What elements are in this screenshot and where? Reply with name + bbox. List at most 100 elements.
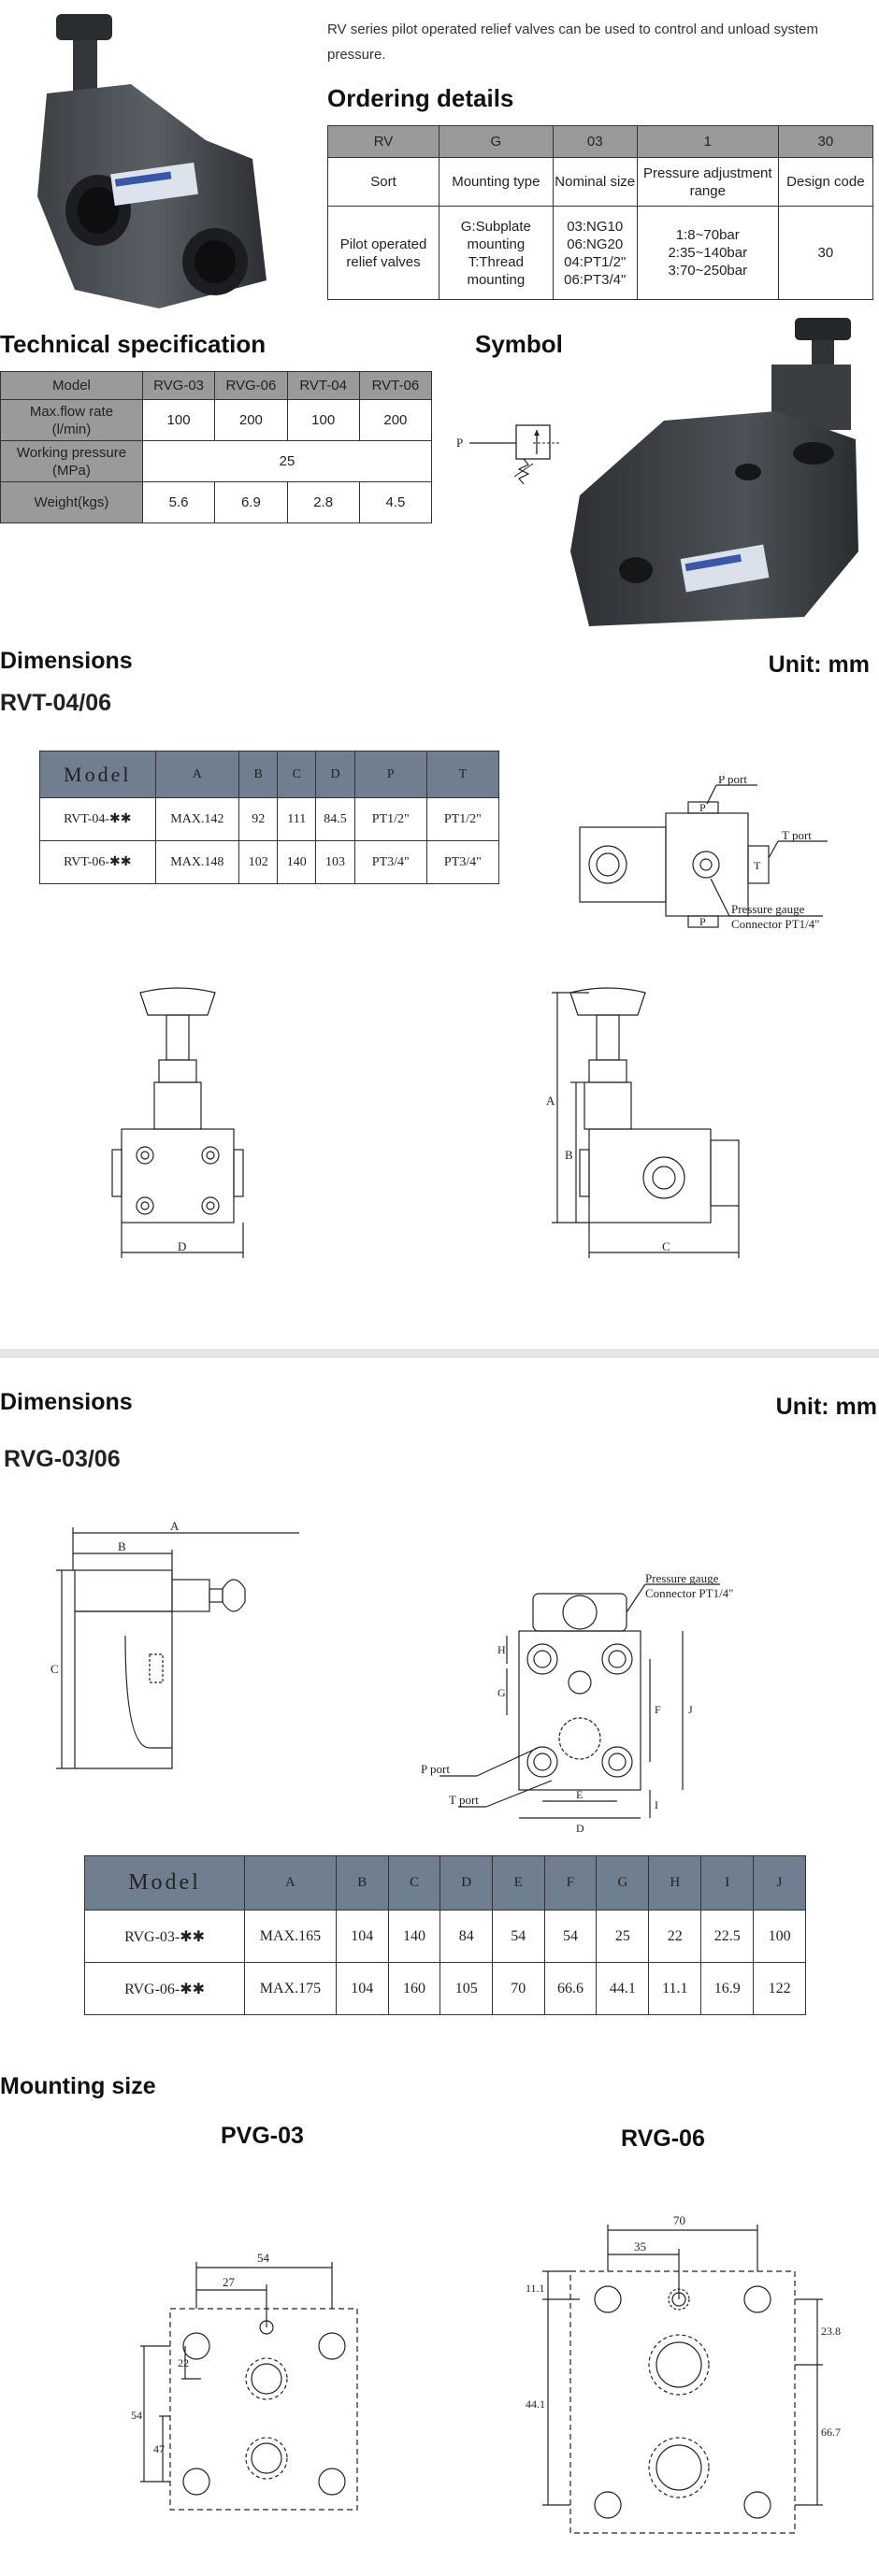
spec-label-weight: Weight(kgs) xyxy=(0,481,143,523)
spec-label-pressure: Working pressure(MPa) xyxy=(0,440,143,482)
rvg06-dim-11: 11.1 xyxy=(526,2282,545,2295)
spec-weight-4: 4.5 xyxy=(358,481,433,523)
mounting-title: Mounting size xyxy=(0,2073,156,2099)
dims1-table: Model A B C D P T RVT-04-✱✱ MAX.142 92 1… xyxy=(39,751,500,884)
dims1-title: Dimensions xyxy=(0,648,133,674)
d2-head-h: H xyxy=(648,1855,702,1911)
label-design: Design code xyxy=(777,157,874,207)
rvg06-mounting-drawing: 70 35 11.1 23.8 44.1 66.7 xyxy=(526,2213,841,2534)
spec-head-rvg03: RVG-03 xyxy=(141,371,216,400)
table-row: RVG-03-✱✱ MAX.165 104 140 84 54 54 25 22… xyxy=(83,1910,806,1963)
symbol-title: Symbol xyxy=(475,330,563,358)
spec-weight-1: 5.6 xyxy=(141,481,216,523)
rvt-dim-c: C xyxy=(662,1239,670,1253)
d2-head-b: B xyxy=(335,1855,389,1911)
spec-label-flow: Max.flow rate(l/min) xyxy=(0,399,143,441)
pvg-dim-47: 47 xyxy=(153,2442,165,2455)
rvt-side-view-drawing: A B C xyxy=(546,987,740,1258)
spec-flow-1: 100 xyxy=(141,399,216,441)
d1-head-b: B xyxy=(238,751,279,798)
hydraulic-symbol: P xyxy=(456,424,561,485)
d1-head-t: T xyxy=(425,751,500,798)
techspec-title: Technical specification xyxy=(0,330,267,358)
spec-head-rvt06: RVT-06 xyxy=(358,371,433,400)
d2-head-g: G xyxy=(596,1855,650,1911)
pvg-dim-22: 22 xyxy=(178,2356,189,2369)
section-divider xyxy=(0,1349,879,1358)
rvt-dim-a: A xyxy=(546,1094,555,1108)
rvg-dim-g: G xyxy=(497,1686,506,1699)
rvg-p-port-label: P port xyxy=(421,1762,450,1776)
code-rv: RV xyxy=(326,125,440,158)
rvg-gauge-label-1: Pressure gauge xyxy=(645,1571,719,1585)
dims2-subtitle: RVG-03/06 xyxy=(4,1446,121,1472)
rvg-side-view-drawing: A B C xyxy=(50,1519,299,1769)
table-row: RVG-06-✱✱ MAX.175 104 160 105 70 66.6 44… xyxy=(83,1962,806,2015)
rvg-dim-b: B xyxy=(118,1539,126,1553)
code-g: G xyxy=(439,125,554,158)
code-1: 1 xyxy=(636,125,779,158)
rvg-dim-e: E xyxy=(576,1788,583,1801)
rvg-gauge-label-2: Connector PT1/4" xyxy=(645,1586,734,1600)
ordering-table: RV G 03 1 30 Sort Mounting type Nominal … xyxy=(326,125,874,300)
dims2-table: Model A B C D E F G H I J RVG-03-✱✱ MAX.… xyxy=(83,1855,806,2015)
pvg-dim-54v: 54 xyxy=(131,2409,142,2422)
rvg-t-port-label: T port xyxy=(449,1793,479,1807)
rvg-dim-a: A xyxy=(170,1519,180,1533)
code-30: 30 xyxy=(777,125,874,158)
pvg03-mounting-drawing: 54 27 22 47 54 xyxy=(131,2251,358,2511)
rvg06-dim-23: 23.8 xyxy=(821,2325,841,2338)
rvg06-dim-35: 35 xyxy=(634,2240,646,2254)
value-design: 30 xyxy=(777,206,874,300)
label-nominal: Nominal size xyxy=(552,157,638,207)
rvt-front-view-drawing: D xyxy=(111,987,244,1258)
rvg-dim-d: D xyxy=(576,1822,584,1835)
pvg-dim-27: 27 xyxy=(223,2275,236,2289)
rvg-dim-h: H xyxy=(497,1643,506,1656)
rvt-gauge-label-1: Pressure gauge xyxy=(731,902,805,916)
d2-head-f: F xyxy=(543,1855,598,1911)
d1-head-model: Model xyxy=(39,751,156,798)
dims2-unit: Unit: mm xyxy=(775,1394,877,1420)
techspec-table: Model RVG-03 RVG-06 RVT-04 RVT-06 Max.fl… xyxy=(0,371,433,523)
mounting-right-title: RVG-06 xyxy=(621,2125,705,2152)
d1-head-d: D xyxy=(315,751,355,798)
ordering-title: Ordering details xyxy=(327,84,514,112)
pvg-dim-54: 54 xyxy=(257,2251,270,2265)
rvg-top-view-drawing: Pressure gauge Connector PT1/4" P port T… xyxy=(421,1571,734,1835)
label-pressure: Pressure adjustment range xyxy=(636,157,779,207)
rvt-side-t: T xyxy=(754,859,761,872)
intro-text: RV series pilot operated relief valves c… xyxy=(327,21,819,63)
rvg-dim-f: F xyxy=(655,1703,661,1716)
dims1-unit: Unit: mm xyxy=(768,651,870,678)
code-03: 03 xyxy=(552,125,638,158)
table-row: RVT-06-✱✱ MAX.148 102 140 103 PT3/4" PT3… xyxy=(39,840,500,884)
rvg-dim-c: C xyxy=(50,1662,59,1676)
rvt-top-p: P xyxy=(699,801,706,814)
rvg-dim-j: J xyxy=(688,1703,693,1716)
rvg06-dim-44: 44.1 xyxy=(526,2397,545,2411)
spec-pressure: 25 xyxy=(141,440,433,482)
rvt-t-port-label: T port xyxy=(782,828,812,842)
label-sort: Sort xyxy=(326,157,440,207)
table-row: RVT-04-✱✱ MAX.142 92 111 84.5 PT1/2" PT1… xyxy=(39,797,500,841)
spec-head-rvg06: RVG-06 xyxy=(214,371,288,400)
rvt-dim-b: B xyxy=(565,1148,573,1162)
d2-head-c: C xyxy=(387,1855,441,1911)
dims1-subtitle: RVT-04/06 xyxy=(0,690,112,716)
d2-head-d: D xyxy=(440,1855,494,1911)
mounting-left-title: PVG-03 xyxy=(221,2123,304,2149)
spec-head-rvt04: RVT-04 xyxy=(286,371,360,400)
spec-flow-2: 200 xyxy=(214,399,288,441)
spec-weight-3: 2.8 xyxy=(286,481,360,523)
dims2-title: Dimensions xyxy=(0,1389,133,1415)
product-photo-top xyxy=(37,14,267,308)
rvt-p-port-label: P port xyxy=(718,776,747,786)
rvg06-dim-66: 66.7 xyxy=(821,2426,841,2439)
rvt-bottom-p: P xyxy=(699,915,706,928)
rvt-top-view-drawing: P port T port Pressure gauge Connector P… xyxy=(579,776,828,931)
